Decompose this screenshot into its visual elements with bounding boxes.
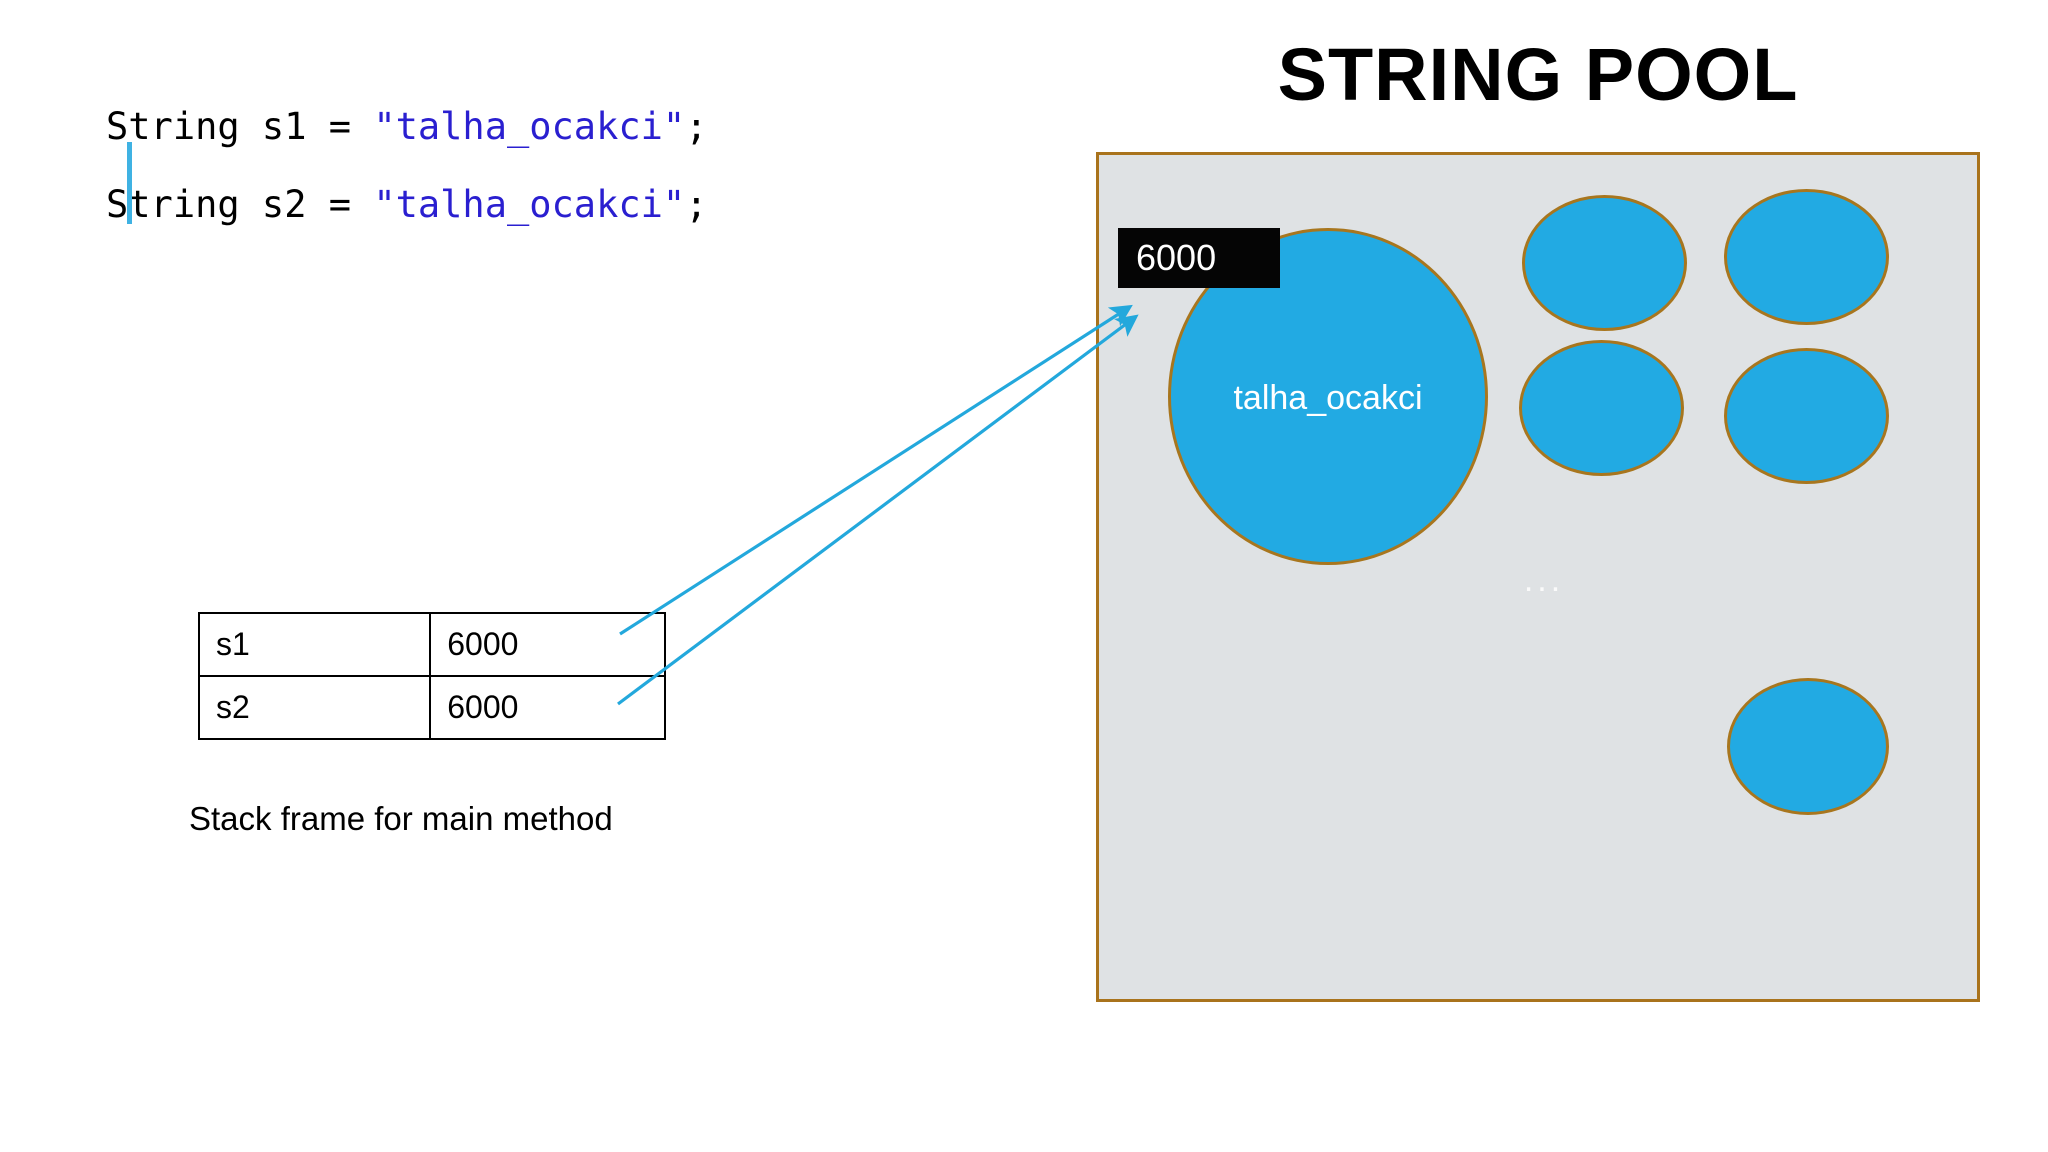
stack-var-name: s1 [197,612,432,677]
table-row: s2 6000 [197,675,666,740]
pool-slot-ellipse [1724,348,1889,484]
code-line-2-literal: "talha_ocakci" [373,183,686,226]
code-line-2: String s2 = "talha_ocakci"; [106,166,826,244]
pool-slot-ellipse [1724,189,1889,325]
code-line-1-literal: "talha_ocakci" [373,105,686,148]
text-caret [127,142,132,224]
page-title: STRING POOL [1277,33,1799,116]
code-line-1-suffix: ; [685,105,708,148]
pool-slot-ellipse [1522,195,1687,331]
stack-frame-table: s1 6000 s2 6000 [197,612,666,740]
code-line-1-prefix: String s1 = [106,105,374,148]
arrow-s2-to-pool [617,314,1139,706]
address-tag: 6000 [1118,228,1280,288]
stack-var-value: 6000 [429,675,666,740]
pool-slot-ellipse [1727,678,1889,815]
stack-frame-caption: Stack frame for main method [189,800,613,837]
table-row: s1 6000 [197,612,666,677]
string-pool-panel: talha_ocakci ... [1096,152,1980,1002]
ellipsis-marker: ... [1523,561,1565,599]
code-block: String s1 = "talha_ocakci"; String s2 = … [106,88,826,244]
arrow-s1-to-pool [619,304,1133,636]
code-line-1: String s1 = "talha_ocakci"; [106,88,826,166]
code-line-2-suffix: ; [685,183,708,226]
pool-slot-ellipse [1519,340,1684,476]
stack-var-value: 6000 [429,612,666,677]
code-line-2-prefix: String s2 = [106,183,374,226]
stack-var-name: s2 [197,675,432,740]
